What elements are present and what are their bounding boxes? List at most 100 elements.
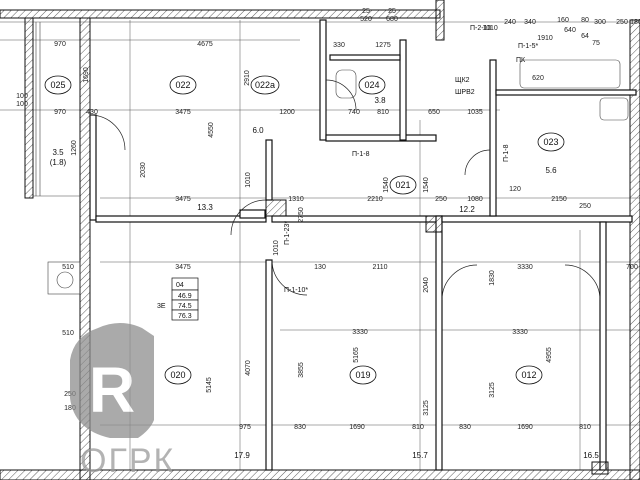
svg-text:4675: 4675 [197, 41, 213, 48]
svg-text:5145: 5145 [206, 377, 213, 393]
dimension-texts-bottom: 3330 3330 975 830 1690 810 830 1690 810 [239, 329, 591, 431]
room-019: 019 15.7 [349, 365, 428, 460]
logo-letter: R [89, 354, 135, 426]
room-024: 024 3.8 [358, 75, 386, 105]
svg-text:250: 250 [616, 19, 628, 26]
svg-text:1310: 1310 [288, 196, 304, 203]
svg-text:430: 430 [86, 109, 98, 116]
bathroom-fixtures [47, 59, 629, 295]
svg-text:810: 810 [579, 424, 591, 431]
apartment-area-total: 74.5 [178, 303, 192, 310]
svg-text:022: 022 [175, 80, 190, 90]
room-020: 020 17.9 [164, 365, 250, 460]
svg-text:510: 510 [62, 264, 74, 271]
svg-text:2030: 2030 [140, 162, 147, 178]
svg-text:250: 250 [435, 196, 447, 203]
svg-text:2040: 2040 [423, 277, 430, 293]
svg-text:970: 970 [54, 109, 66, 116]
svg-text:3125: 3125 [489, 382, 496, 398]
svg-text:12.2: 12.2 [459, 205, 475, 214]
svg-text:130: 130 [314, 264, 326, 271]
svg-text:15.7: 15.7 [412, 451, 428, 460]
svg-text:1910: 1910 [537, 35, 553, 42]
balcony-windows [33, 22, 80, 197]
room-012: 012 16.5 [515, 365, 599, 460]
svg-text:3475: 3475 [175, 264, 191, 271]
logo-text: ОГРК [80, 442, 175, 480]
svg-text:5165: 5165 [353, 347, 360, 363]
svg-text:1035: 1035 [467, 109, 483, 116]
svg-text:1010: 1010 [273, 240, 280, 256]
svg-text:2750: 2750 [298, 207, 305, 223]
door-tag: П-1-5* [518, 43, 538, 50]
svg-text:1540: 1540 [423, 177, 430, 193]
svg-text:2210: 2210 [367, 196, 383, 203]
svg-text:180: 180 [64, 405, 76, 412]
svg-text:810: 810 [377, 109, 389, 116]
dimension-texts-upper: 970 430 3475 1200 740 810 650 1035 1275 … [54, 33, 600, 116]
svg-text:020: 020 [170, 370, 185, 380]
svg-text:4955: 4955 [546, 347, 553, 363]
room-022a: 022a 6.0 [250, 75, 280, 135]
svg-text:340: 340 [524, 19, 536, 26]
svg-text:2910: 2910 [244, 70, 251, 86]
svg-text:64: 64 [581, 33, 589, 40]
dimension-texts-top: 970 4675 25 520 25 680 1010 240 340 160 … [54, 8, 640, 48]
apartment-area-full: 76.3 [178, 313, 192, 320]
svg-text:13.3: 13.3 [197, 203, 213, 212]
svg-text:1690: 1690 [349, 424, 365, 431]
columns [265, 199, 609, 475]
door-tag: П-1-8 [352, 151, 370, 158]
company-logo: R ОГРК [70, 323, 175, 480]
svg-text:3330: 3330 [517, 264, 533, 271]
svg-text:25: 25 [388, 8, 396, 15]
svg-text:830: 830 [459, 424, 471, 431]
door-tag: П-1-23* [284, 221, 291, 245]
svg-text:2110: 2110 [372, 264, 387, 271]
svg-text:3330: 3330 [352, 329, 368, 336]
svg-text:100: 100 [16, 93, 28, 100]
svg-text:80: 80 [581, 17, 589, 24]
svg-text:6.0: 6.0 [252, 126, 264, 135]
svg-text:180: 180 [630, 19, 640, 26]
svg-text:650: 650 [428, 109, 440, 116]
svg-text:1540: 1540 [383, 177, 390, 193]
svg-text:240: 240 [504, 19, 516, 26]
dimension-texts-lower: 3475 130 2110 3330 700 [175, 264, 638, 271]
svg-text:25: 25 [362, 8, 370, 15]
svg-text:640: 640 [564, 27, 576, 34]
room-023: 023 5.6 [537, 132, 565, 175]
svg-text:700: 700 [626, 264, 638, 271]
doors [89, 79, 601, 301]
svg-text:510: 510 [62, 330, 74, 337]
svg-text:100: 100 [16, 101, 28, 108]
svg-text:3475: 3475 [175, 196, 191, 203]
svg-text:3.8: 3.8 [374, 96, 386, 105]
room-025: 025 3.5 (1.8) [44, 75, 72, 167]
svg-text:025: 025 [50, 80, 65, 90]
room-021: 021 12.2 [389, 175, 475, 214]
dimension-texts-mid: 3475 1310 2210 250 1080 120 2150 250 [175, 186, 591, 210]
door-tag: П-1-8 [503, 144, 510, 162]
svg-text:024: 024 [364, 80, 379, 90]
door-tag: ЩК2 [455, 77, 470, 84]
apartment-number: 04 [176, 282, 184, 289]
svg-text:250: 250 [579, 203, 591, 210]
svg-text:1690: 1690 [517, 424, 533, 431]
svg-text:16.5: 16.5 [583, 451, 599, 460]
svg-text:3855: 3855 [298, 362, 305, 378]
svg-text:2150: 2150 [551, 196, 567, 203]
svg-text:(1.8): (1.8) [50, 158, 67, 167]
svg-text:022a: 022a [255, 80, 275, 90]
svg-text:970: 970 [54, 41, 66, 48]
apartment-area-living: 46.9 [178, 293, 192, 300]
svg-text:1260: 1260 [71, 140, 78, 156]
svg-text:3475: 3475 [175, 109, 191, 116]
svg-text:3125: 3125 [423, 400, 430, 416]
svg-text:330: 330 [333, 42, 345, 49]
svg-text:75: 75 [592, 40, 600, 47]
svg-text:021: 021 [395, 180, 410, 190]
svg-text:3.5: 3.5 [52, 148, 64, 157]
svg-text:1010: 1010 [482, 25, 498, 32]
